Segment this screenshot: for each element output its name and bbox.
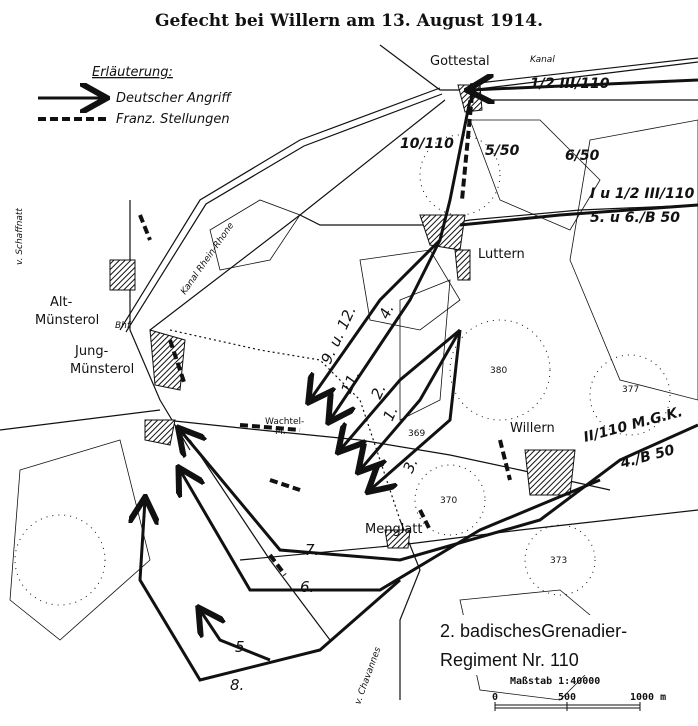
map-title: Gefecht bei Willern am 13. August 1914. — [155, 11, 543, 31]
hills — [14, 134, 671, 606]
german-attacks — [140, 80, 698, 682]
label-wachtel-2: M. — [275, 427, 286, 437]
forests — [9, 119, 698, 701]
scale-bar: Maßstab 1:40000 0 500 1000 m — [492, 676, 666, 711]
scale-tick-500: 500 — [558, 692, 576, 703]
unit-label: I u 1/2 III/110 — [590, 186, 695, 202]
unit-label: 1/2 III/110 — [530, 76, 610, 92]
legend-attack: Deutscher Angriff — [116, 91, 232, 106]
unit-label: 5. u 6./B 50 — [590, 210, 680, 226]
height-label: 373 — [550, 556, 567, 566]
height-label: 377 — [622, 385, 639, 395]
attack-number: 8. — [230, 676, 244, 694]
unit-label: 5/50 — [485, 143, 520, 159]
town-willern — [524, 449, 576, 496]
hill-380 — [449, 319, 551, 421]
height-label: 380 — [490, 366, 507, 376]
label-gottestal: Gottestal — [430, 54, 490, 69]
label-alt-2: Münsterol — [35, 313, 99, 328]
towns — [109, 84, 576, 549]
attack-number: 5. — [235, 638, 249, 656]
caption-line-1: 2. badischesGrenadier- — [440, 621, 627, 641]
label-bhf: Bhf — [115, 321, 132, 331]
label-schaffnatt: v. Schaffnatt — [15, 208, 25, 265]
height-label: 370 — [440, 496, 457, 506]
label-kanal: Kanal — [530, 55, 555, 65]
unit-label: 6/50 — [565, 148, 600, 164]
attack-number: 2. — [367, 381, 389, 402]
attack-number: 6. — [300, 578, 314, 596]
label-jung-1: Jung- — [74, 344, 109, 359]
scale-tick-0: 0 — [492, 692, 498, 703]
town-menglatt — [384, 529, 411, 549]
label-willern: Willern — [510, 421, 555, 436]
label-wachtel-1: Wachtel- — [265, 417, 304, 427]
attack-number: 1. — [379, 403, 401, 424]
attack-number: 3. — [399, 455, 421, 476]
legend-french: Franz. Stellungen — [116, 112, 230, 127]
legend: Erläuterung: Deutscher Angriff Franz. St… — [38, 65, 232, 127]
attack-number: 11. — [337, 367, 363, 396]
label-luttern: Luttern — [478, 247, 525, 262]
label-alt-1: Alt- — [50, 295, 73, 310]
height-label: 369 — [408, 429, 425, 439]
unit-label: 10/110 — [400, 136, 454, 152]
scale-label: Maßstab 1:40000 — [510, 676, 600, 687]
town-alt-muensterol — [109, 259, 136, 291]
height-labels: 380 377 369 370 373 — [408, 366, 639, 566]
attack-number: 4. — [375, 301, 397, 322]
attack-number: 7. — [305, 541, 319, 559]
scale-tick-1000: 1000 m — [630, 692, 666, 703]
town-jung-muensterol — [149, 329, 186, 391]
label-menglatt: Menglatt — [365, 522, 422, 537]
label-jung-2: Münsterol — [70, 362, 134, 377]
label-chavannes: v. Chavannes — [353, 646, 383, 706]
caption-line-2: Regiment Nr. 110 — [440, 650, 579, 670]
legend-heading: Erläuterung: — [92, 65, 173, 80]
french-positions — [138, 94, 512, 577]
